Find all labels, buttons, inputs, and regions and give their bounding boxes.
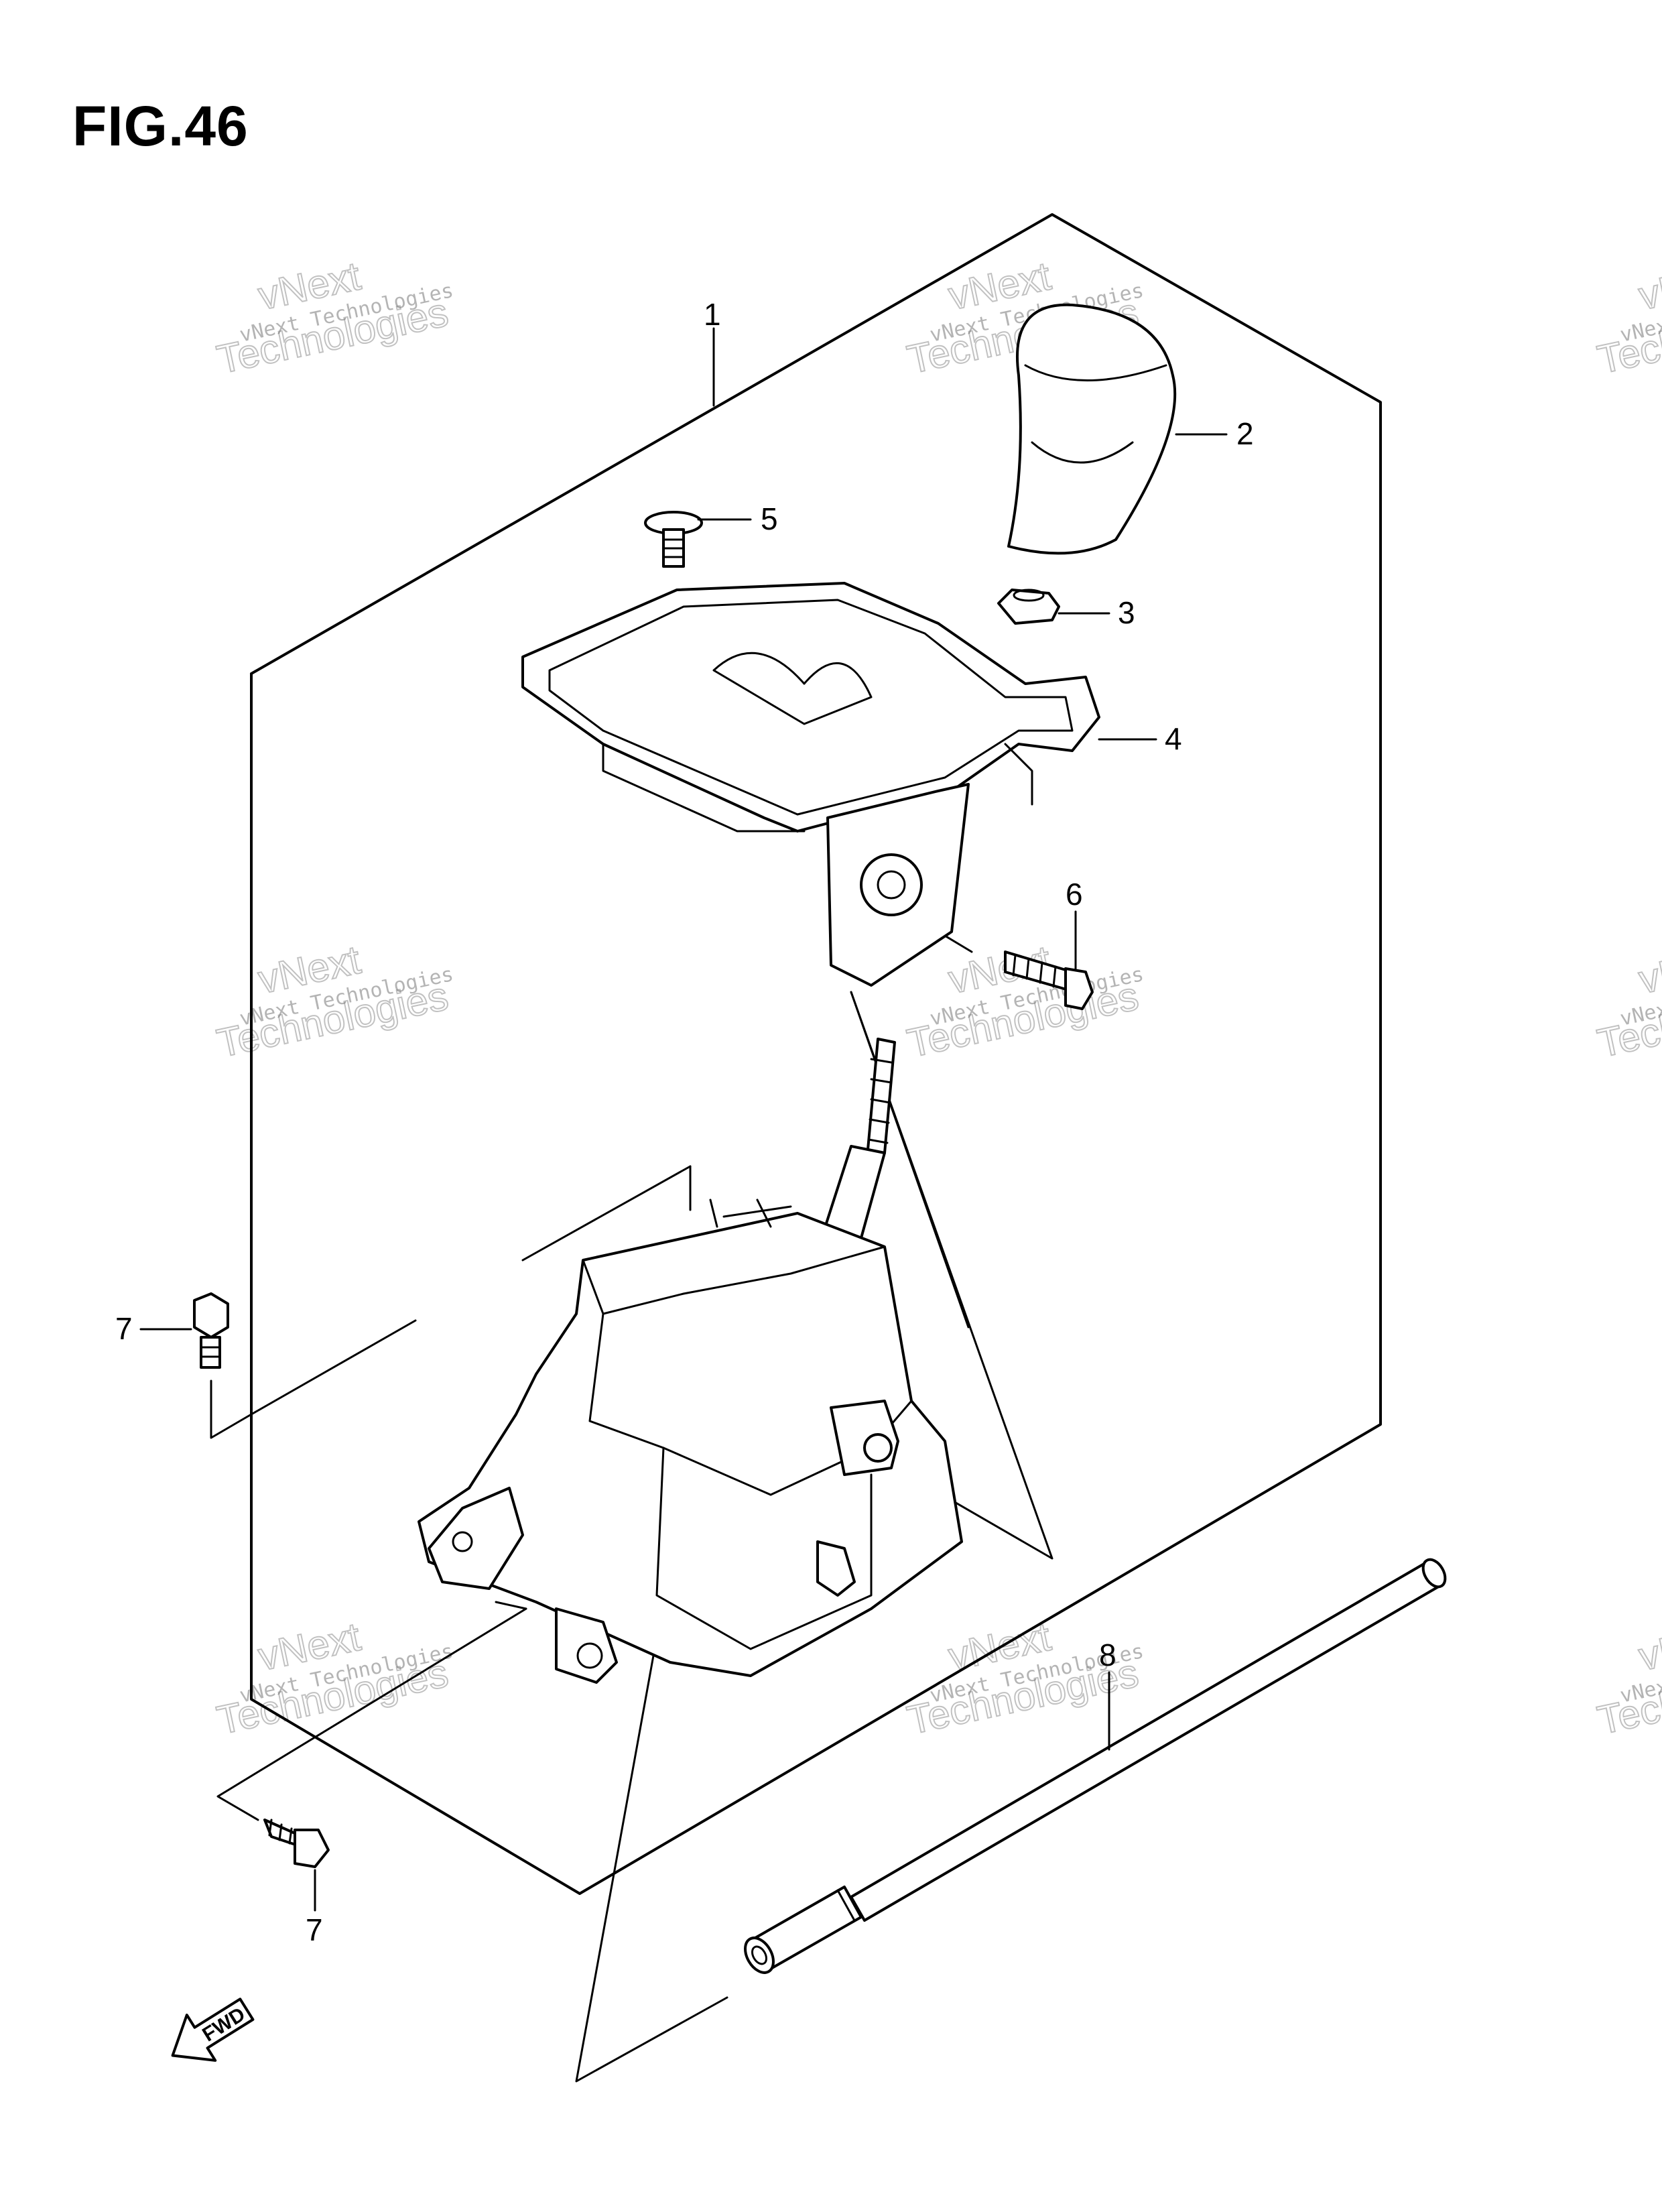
nut [997,589,1060,625]
svg-text:vNext: vNext [1635,937,1662,1002]
svg-text:vNext: vNext [1635,1614,1662,1679]
mounting-bolt-upper [193,1292,229,1369]
shift-knob [1007,303,1177,555]
callout-leaders [139,327,1228,1912]
fwd-arrow: FWD [171,1998,255,2062]
watermark: vNext Technologies vNext Technologies [1593,253,1662,383]
callout-2: 2 [1236,416,1254,451]
callout-8: 8 [1099,1638,1116,1672]
callout-4: 4 [1165,721,1182,756]
shifter-base-assembly [418,1199,963,1684]
watermark: vNext Technologies vNext Technologies [1593,936,1662,1066]
assembly-boundary [250,213,1382,1895]
bolt [1004,950,1094,1010]
watermark: vNext Technologies vNext Technologies [212,936,456,1066]
screw [644,511,703,568]
mounting-bolt-lower [263,1819,330,1868]
watermark: vNext Technologies vNext Technologies [212,1613,456,1743]
callout-6: 6 [1066,877,1083,912]
watermark: vNext Technologies vNext Technologies [1593,1613,1662,1743]
figure-title: FIG.46 [72,95,249,158]
callout-5: 5 [761,501,778,536]
watermark: vNext Technologies vNext Technologies [212,253,456,383]
callout-labels: 1 2 3 4 5 6 7 7 8 [115,297,1254,1947]
callout-7-lower: 7 [306,1912,323,1947]
callout-1: 1 [704,297,721,332]
callout-3: 3 [1118,595,1135,630]
control-rod [744,1558,1447,1974]
callout-7-upper: 7 [115,1311,133,1346]
shift-indicator-panel [521,582,1100,987]
svg-text:vNext: vNext [1635,253,1662,318]
